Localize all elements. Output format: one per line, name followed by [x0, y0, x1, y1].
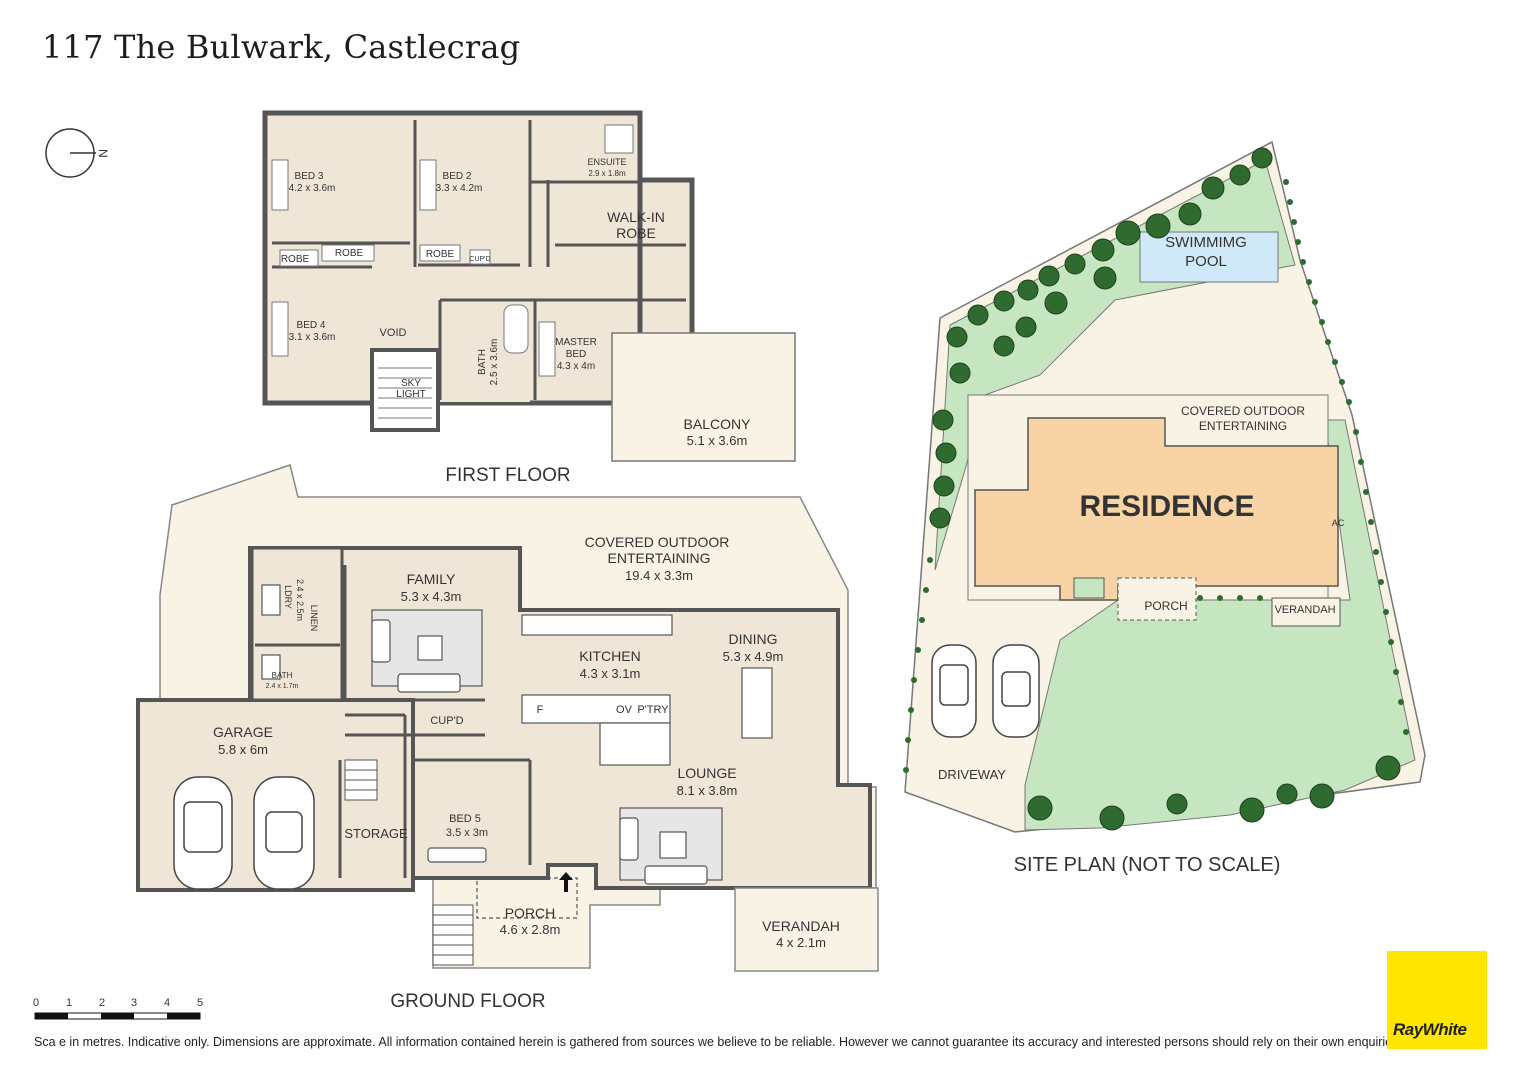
north-label: N	[96, 149, 110, 158]
garage-label: GARAGE	[213, 724, 273, 740]
site-outdoor-label-1: COVERED OUTDOOR	[1181, 404, 1305, 418]
site-plan-heading: SITE PLAN (NOT TO SCALE)	[1014, 854, 1281, 876]
site-plan: SWIMMIMG POOL COVERED OUTDOOR ENTERTAINI…	[903, 140, 1426, 833]
residence-label: RESIDENCE	[1079, 490, 1254, 523]
bath-dims-ground: 2.4 x 1.7m	[266, 683, 299, 690]
void-label: VOID	[380, 327, 407, 339]
bath-label-ground: BATH	[272, 671, 293, 680]
robe-label-a: ROBE	[281, 254, 310, 265]
master-bed-label-2: BED	[566, 349, 587, 360]
bed2-label: BED 2	[443, 171, 472, 182]
logo-text: RayWhite	[1393, 1020, 1467, 1039]
ground-floor-heading: GROUND FLOOR	[390, 991, 545, 1012]
cupd-label-ground: CUP'D	[430, 715, 463, 727]
scale-tick: 0	[33, 997, 39, 1009]
bed4-label: BED 4	[297, 320, 326, 331]
bed3-dims: 4.2 x 3.6m	[289, 183, 336, 194]
first-floor-heading: FIRST FLOOR	[445, 465, 570, 486]
scale-tick: 1	[66, 997, 72, 1009]
verandah-dims-ground: 4 x 2.1m	[776, 935, 826, 950]
bed5-label: BED 5	[449, 813, 481, 825]
balcony-label: BALCONY	[684, 416, 752, 432]
bed5-dims: 3.5 x 3m	[446, 827, 488, 839]
scale-bar: 0 1 2 3 4 5	[33, 997, 203, 1020]
laundry-label: LDRY	[283, 585, 293, 609]
first-floor-plan: BED 3 4.2 x 3.6m BED 2 3.3 x 4.2m ENSUIT…	[262, 110, 796, 462]
site-outdoor-label-2: ENTERTAINING	[1199, 419, 1287, 433]
bed4-dims: 3.1 x 3.6m	[289, 332, 336, 343]
ensuite-label: ENSUITE	[587, 157, 626, 167]
porch-label-ground: PORCH	[505, 905, 556, 921]
master-bed-dims: 4.3 x 4m	[557, 361, 595, 372]
disclaimer-text: Sca e in metres. Indicative only. Dimens…	[34, 1035, 1402, 1049]
fridge-label: F	[537, 704, 544, 716]
balcony-dims: 5.1 x 3.6m	[687, 433, 748, 448]
scale-tick: 5	[197, 997, 203, 1009]
ensuite-dims: 2.9 x 1.8m	[588, 169, 626, 178]
verandah-label-ground: VERANDAH	[762, 918, 840, 934]
dining-label: DINING	[729, 631, 778, 647]
raywhite-logo: RayWhite	[1387, 951, 1487, 1049]
pantry-label: P'TRY	[637, 704, 669, 716]
scale-tick: 4	[164, 997, 170, 1009]
kitchen-dims: 4.3 x 3.1m	[580, 666, 641, 681]
bath-label-first: BATH	[477, 349, 488, 375]
laundry-dims: 2.4 x 2.5m	[295, 579, 305, 621]
master-bed-label-1: MASTER	[555, 337, 597, 348]
pool-label-1: SWIMMIMG	[1165, 234, 1247, 251]
page-title: 117 The Bulwark, Castlecrag	[42, 28, 521, 66]
bath-dims-first: 2.5 x 3.6m	[489, 339, 500, 386]
lounge-label: LOUNGE	[677, 765, 736, 781]
site-porch-label: PORCH	[1144, 599, 1187, 613]
porch-dims-ground: 4.6 x 2.8m	[500, 922, 561, 937]
bed2-dims: 3.3 x 4.2m	[436, 183, 483, 194]
ac-label: AC	[1332, 518, 1345, 528]
dining-dims: 5.3 x 4.9m	[723, 649, 784, 664]
driveway-label: DRIVEWAY	[938, 767, 1006, 782]
robe-label-b: ROBE	[335, 248, 364, 259]
pool-label-2: POOL	[1185, 253, 1227, 270]
kitchen-label: KITCHEN	[579, 648, 640, 664]
north-compass: N	[45, 128, 110, 178]
outdoor-ent-label-2: ENTERTAINING	[608, 550, 711, 566]
outdoor-ent-label-1: COVERED OUTDOOR	[585, 534, 730, 550]
lounge-dims: 8.1 x 3.8m	[677, 783, 738, 798]
bed3-label: BED 3	[295, 171, 324, 182]
ground-floor-plan: COVERED OUTDOOR ENTERTAINING 19.4 x 3.3m…	[136, 464, 879, 972]
skylight-label-1: SKY	[401, 378, 421, 389]
family-dims: 5.3 x 4.3m	[401, 589, 462, 604]
cupd-label-first: CUP'D	[469, 256, 490, 263]
walkin-robe-label-2: ROBE	[616, 225, 656, 241]
walkin-robe-label-1: WALK-IN	[607, 209, 665, 225]
storage-label: STORAGE	[344, 826, 408, 841]
family-label: FAMILY	[407, 571, 456, 587]
scale-tick: 3	[131, 997, 137, 1009]
linen-label: LINEN	[309, 605, 319, 632]
oven-label: OV	[616, 704, 633, 716]
garage-dims: 5.8 x 6m	[218, 742, 268, 757]
scale-tick: 2	[99, 997, 105, 1009]
site-verandah-label: VERANDAH	[1274, 604, 1335, 616]
robe-label-c: ROBE	[426, 249, 455, 260]
skylight-label-2: LIGHT	[396, 389, 425, 400]
outdoor-ent-dims: 19.4 x 3.3m	[625, 568, 693, 583]
